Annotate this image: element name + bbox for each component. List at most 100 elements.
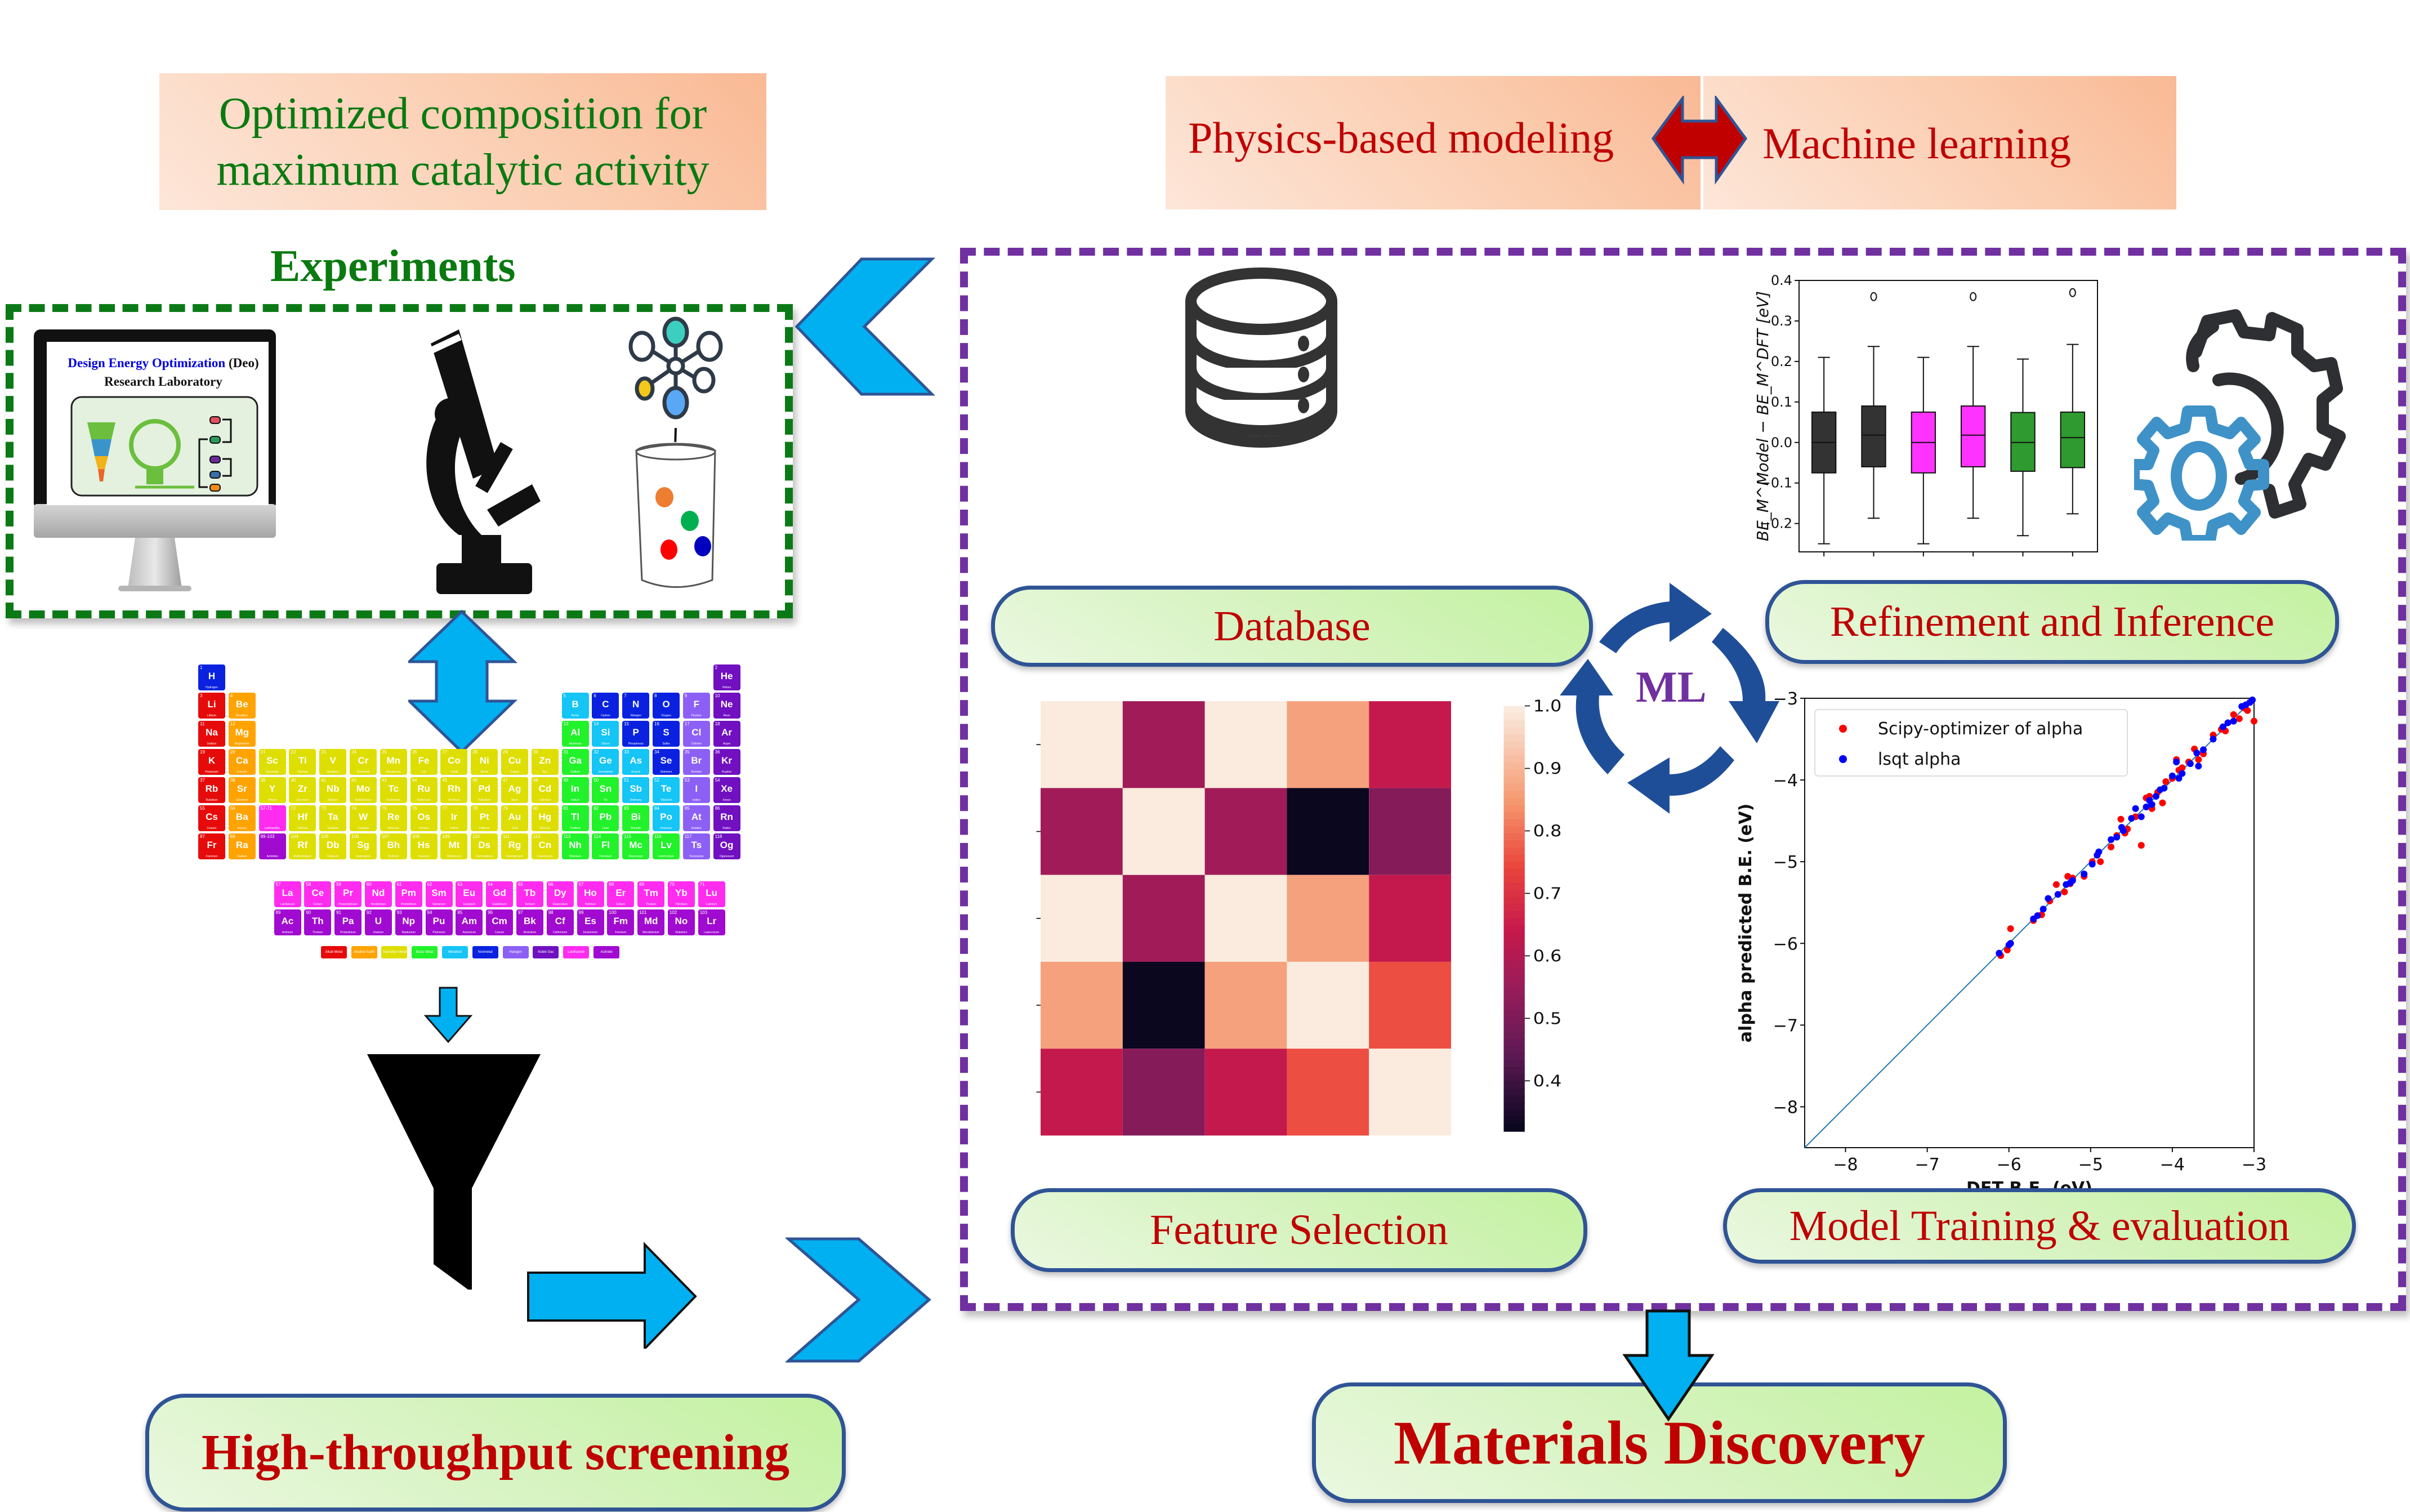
element-symbol: I [695,783,698,794]
atomic-number: 113 [563,834,571,839]
atomic-number: 24 [351,750,356,755]
data-point-lsqt [2193,750,2201,757]
element-symbol: Gd [493,887,506,898]
colorbar-tick-label: 0.9 [1533,760,1562,778]
element-symbol: Rb [205,783,218,794]
element-symbol: Ta [327,811,338,822]
element-symbol: Cn [538,840,552,850]
element-name: Xenon [722,799,731,802]
data-point-lsqt [2007,940,2014,947]
y-tick-label: 0.2 [1771,354,1792,369]
element-name: Technetium [386,799,401,802]
heatmap-cell [1122,961,1205,1049]
element-symbol: H [208,671,216,681]
element-name: Copernicium [537,855,553,858]
atomic-number: 114 [593,834,601,839]
element-name: Cobalt [450,770,458,774]
atomic-number: 49 [563,778,569,783]
element-name: Fermium [615,931,627,934]
colorbar-segment [1503,1116,1525,1125]
element-name: Yttrium [267,799,277,802]
atomic-number: 17 [684,721,690,726]
y-tick-label: 0.0 [1771,435,1792,451]
element-name: Phosphorus [628,742,644,746]
element-symbol: Fe [418,755,430,766]
data-point-lsqt [2069,877,2076,884]
atomic-number: 46 [472,778,478,783]
atomic-number: 41 [321,778,327,783]
y-axis-label: alpha predicted B.E. (eV) [1736,804,1756,1042]
colorbar-segment [1503,812,1525,820]
atomic-number: 92 [366,910,372,915]
element-symbol: Fm [613,916,628,926]
atomic-number: 86 [715,806,720,811]
element-symbol: Tm [644,887,658,898]
atomic-number: 82 [593,806,599,811]
atomic-number: 112 [533,834,541,839]
element-name: Sodium [207,742,217,746]
element-symbol: Nh [569,840,582,850]
element-name: Flerovium [599,855,612,858]
atomic-number: 70 [669,882,675,887]
element-symbol: Sn [599,783,612,794]
atomic-number: 77 [442,806,448,811]
heatmap-cell [1287,701,1369,788]
atomic-number: 84 [654,806,659,811]
atomic-number: 57 [275,882,281,887]
element-name: Tennessine [689,855,704,858]
atomic-number: 101 [639,910,647,915]
element-name: Nobelium [675,931,688,934]
colorbar-segment [1503,989,1525,997]
colorbar-segment [1503,734,1525,743]
legend-actinide: Actinide [593,946,620,958]
element-name: Plutonium [432,931,445,934]
atomic-number: 47 [503,778,508,783]
right-arrow-icon [527,1242,697,1349]
element-symbol: K [208,755,216,766]
y-tick-label: 0.3 [1771,313,1792,329]
atomic-number: 22 [291,750,296,755]
element-name: Radium [237,855,247,858]
atomic-number: 56 [230,806,235,811]
colorbar-segment [1503,1102,1525,1111]
element-symbol: Hf [297,811,308,822]
legend-label: Scipy-optimizer of alpha [1878,719,2083,739]
database-icon [1185,267,1337,448]
element-symbol: Og [720,840,734,850]
element-name: Moscovium [628,855,643,858]
element-symbol: Zn [539,755,551,766]
atomic-number: 85 [684,806,690,811]
machine-learning-label: Machine learning [1762,119,2071,168]
atomic-number: 67 [578,882,584,887]
right-chevron-arrow-icon [786,1237,931,1363]
element-name: Rubidium [206,799,218,802]
element-name: Protactinium [340,931,356,934]
experiments-title: Experiments [270,242,516,291]
element-symbol: Ca [235,755,248,766]
colorbar-segment [1503,862,1525,870]
x-tick-label: −5 [2078,1155,2103,1175]
element-symbol: Al [570,727,581,738]
element-name: Molybdenum [355,799,372,802]
element-symbol: Mo [356,783,371,794]
heatmap-cell [1122,1049,1205,1136]
colorbar-segment [1503,1038,1525,1047]
atomic-number: 36 [715,750,720,755]
element-name: Platinum [479,827,490,830]
heatmap-cell [1287,875,1369,962]
atomic-number: 51 [624,778,630,783]
atomic-number: 76 [412,806,417,811]
atomic-number: 88 [230,834,235,839]
data-point-lsqt [2173,759,2180,766]
